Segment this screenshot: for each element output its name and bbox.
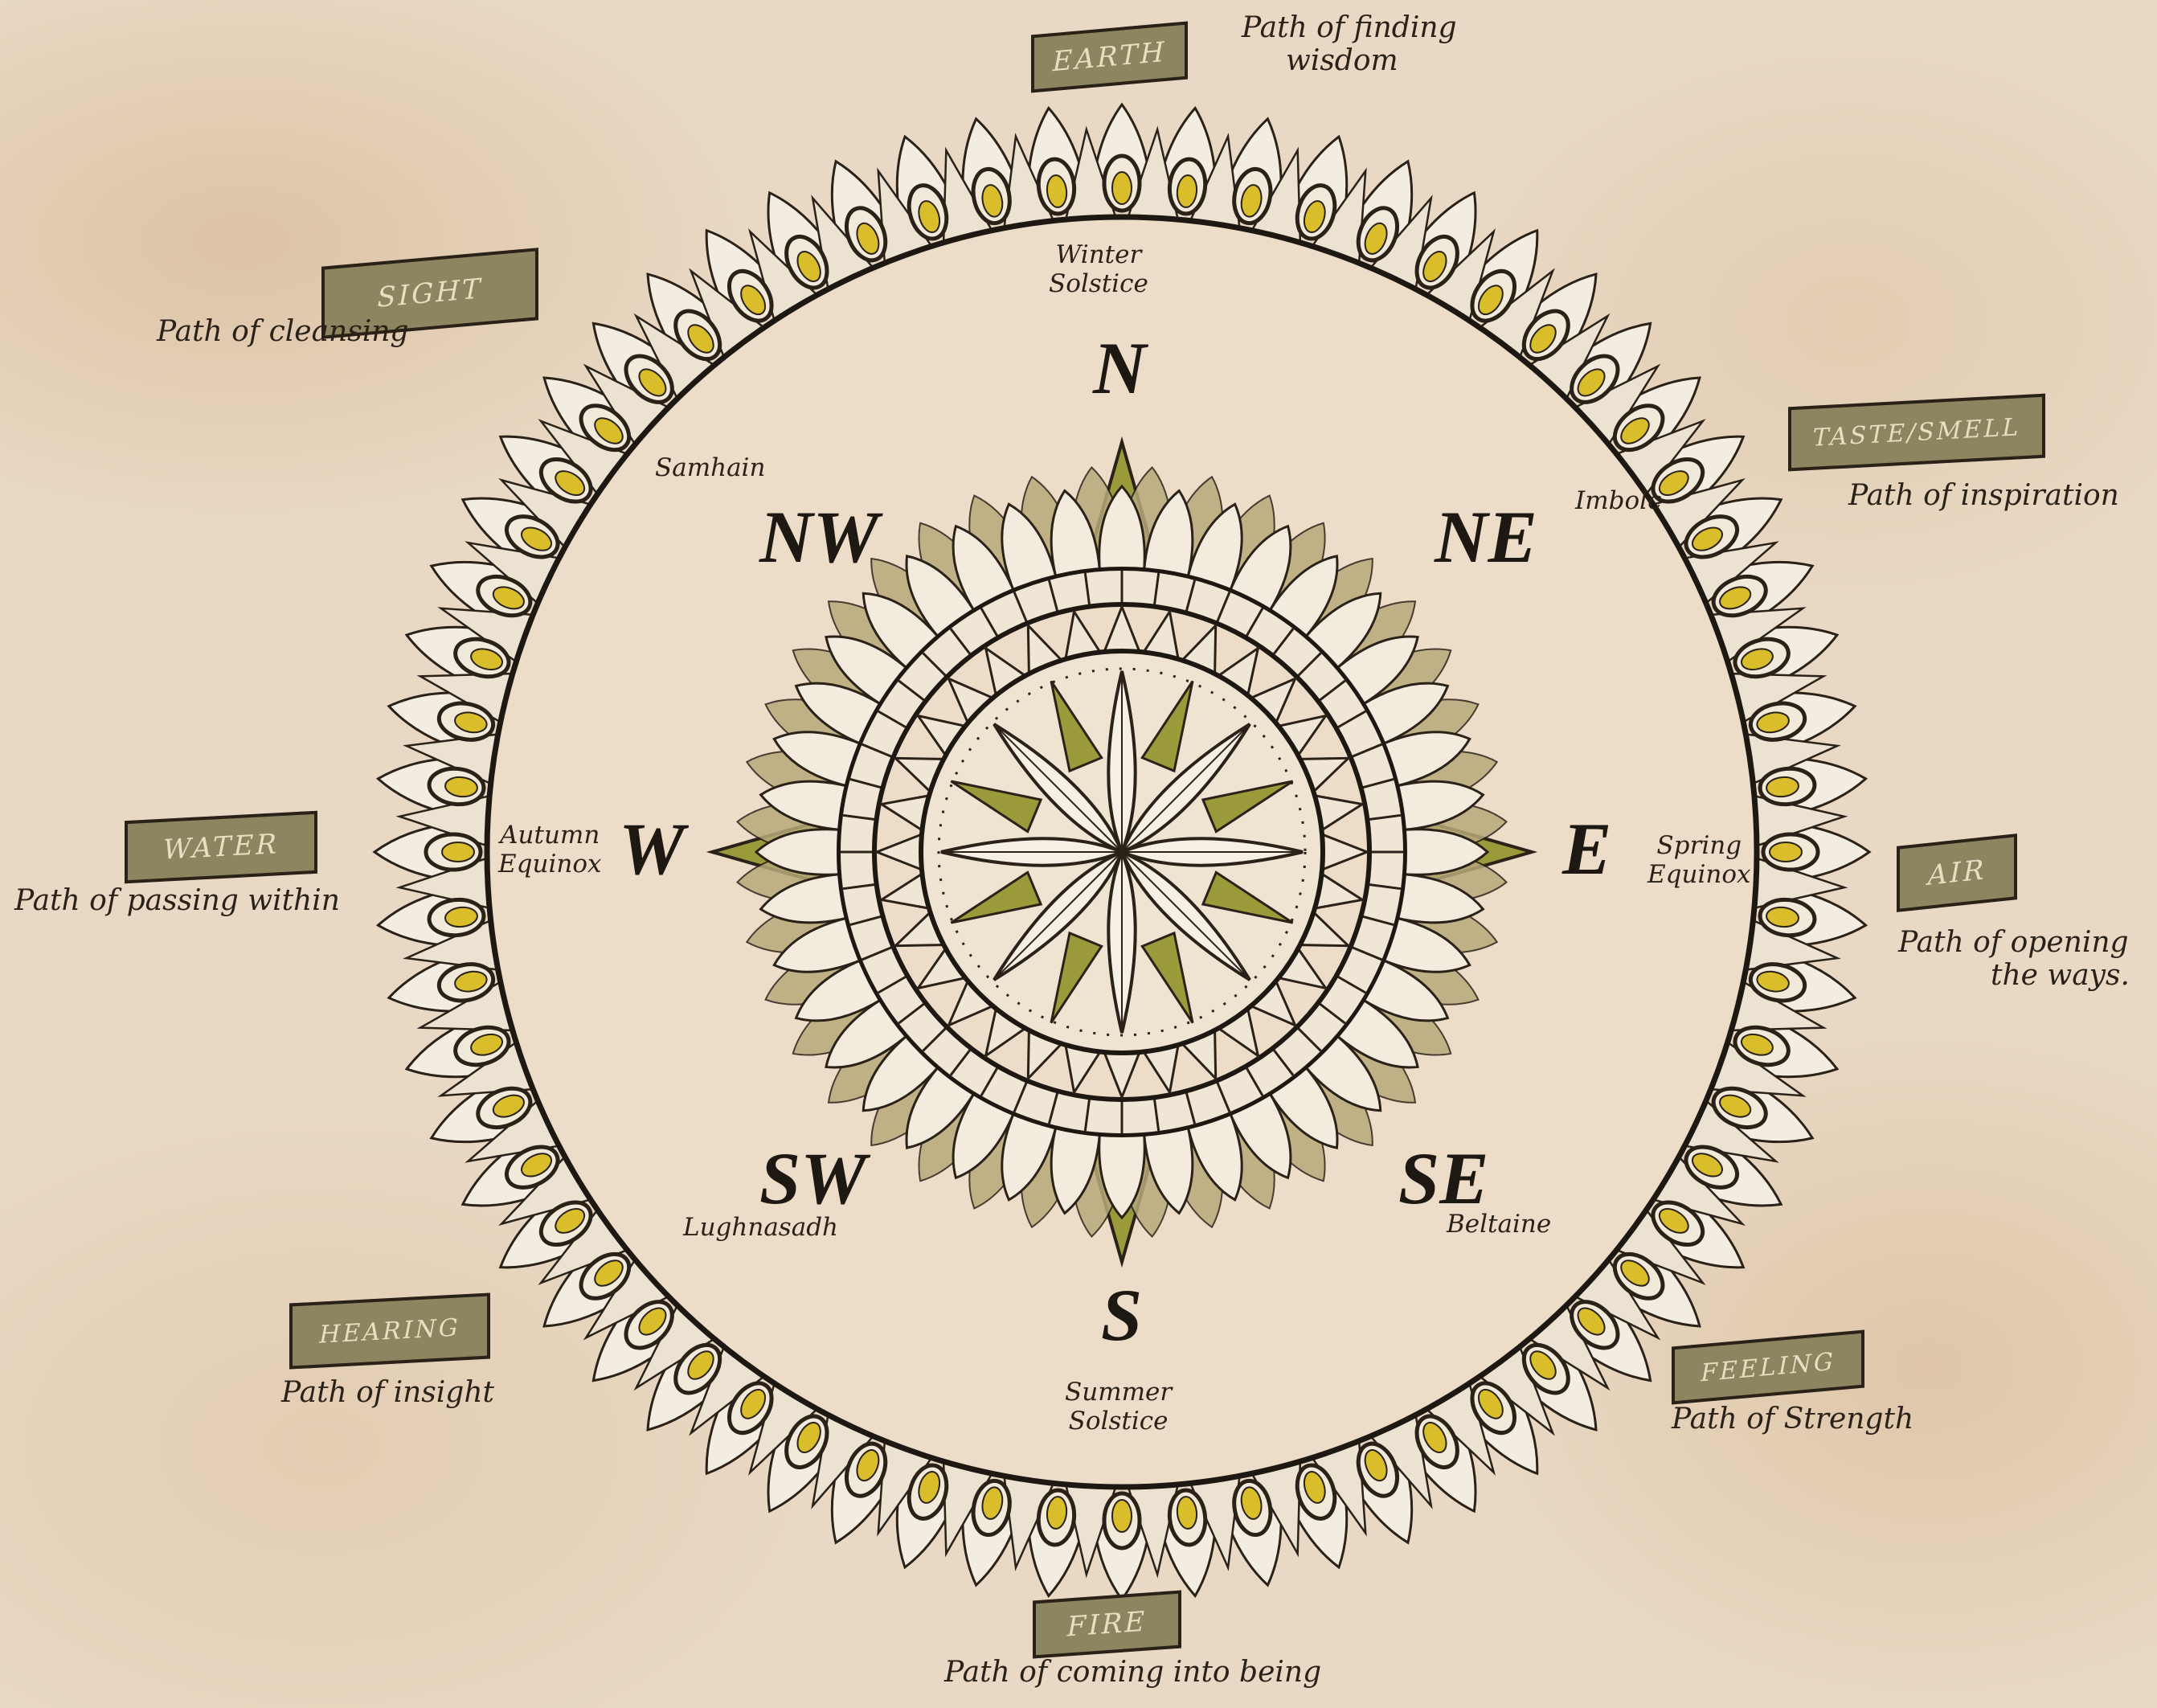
path-earth-line1: Path of finding [1242, 11, 1457, 44]
path-hearing: Path of insight [281, 1376, 494, 1409]
path-fire-line1: Path of coming into being [944, 1656, 1321, 1689]
festival-beltaine: Beltaine [1447, 1210, 1551, 1239]
outer-oval-core [1770, 842, 1802, 862]
festival-summer-line1: Summer [1065, 1378, 1172, 1407]
rose-center [1117, 847, 1127, 857]
festival-summer-line2: Solstice [1065, 1407, 1172, 1436]
path-air: Path of opening the ways. [1898, 926, 2130, 993]
direction-s: S [1101, 1278, 1142, 1352]
festival-winter-line1: Winter [1049, 241, 1148, 270]
direction-w: W [619, 812, 685, 886]
outer-oval-core [1112, 172, 1132, 204]
festival-spring-equinox: Spring Equinox [1647, 832, 1750, 889]
outer-oval-core [1112, 1500, 1132, 1532]
outer-oval-core [442, 842, 474, 862]
direction-e: E [1562, 812, 1611, 886]
festival-winter-solstice: Winter Solstice [1049, 241, 1148, 298]
direction-ne: NE [1435, 500, 1537, 574]
path-water-line1: Path of passing within [14, 884, 340, 917]
direction-n: N [1093, 331, 1146, 405]
path-water: Path of passing within [14, 884, 340, 917]
banner-hearing: HEARING [289, 1292, 490, 1369]
path-earth: Path of finding wisdom [1242, 11, 1457, 78]
banner-fire: FIRE [1033, 1591, 1181, 1659]
festival-autumn-line2: Equinox [498, 850, 601, 879]
banner-air: AIR [1897, 834, 2017, 912]
festival-samhain: Samhain [655, 454, 765, 483]
path-sight: Path of cleansing [157, 315, 408, 348]
direction-se: SE [1398, 1141, 1489, 1215]
festival-spring-line1: Spring [1647, 832, 1750, 861]
festival-summer-solstice: Summer Solstice [1065, 1378, 1172, 1436]
path-air-line1: Path of opening [1898, 926, 2130, 959]
banner-taste-smell: TASTE/SMELL [1788, 394, 2045, 472]
banner-water: WATER [125, 811, 317, 884]
festival-lughnasadh: Lughnasadh [683, 1214, 838, 1243]
path-taste-smell: Path of inspiration [1848, 479, 2119, 512]
path-feeling: Path of Strength [1672, 1403, 1913, 1436]
direction-sw: SW [759, 1141, 866, 1215]
path-feeling-line1: Path of Strength [1672, 1403, 1913, 1436]
path-earth-line2: wisdom [1242, 44, 1457, 77]
festival-autumn-line1: Autumn [498, 821, 601, 850]
path-air-line2: the ways. [1898, 959, 2130, 992]
festival-winter-line2: Solstice [1049, 270, 1148, 299]
festival-autumn-equinox: Autumn Equinox [498, 821, 601, 879]
festival-imbolc: Imbolc [1575, 487, 1661, 516]
path-hearing-line1: Path of insight [281, 1376, 494, 1409]
direction-nw: NW [759, 500, 878, 574]
path-sight-line1: Path of cleansing [157, 315, 408, 348]
path-fire: Path of coming into being [944, 1656, 1321, 1689]
path-taste-line1: Path of inspiration [1848, 479, 2119, 512]
festival-spring-line2: Equinox [1647, 861, 1750, 890]
